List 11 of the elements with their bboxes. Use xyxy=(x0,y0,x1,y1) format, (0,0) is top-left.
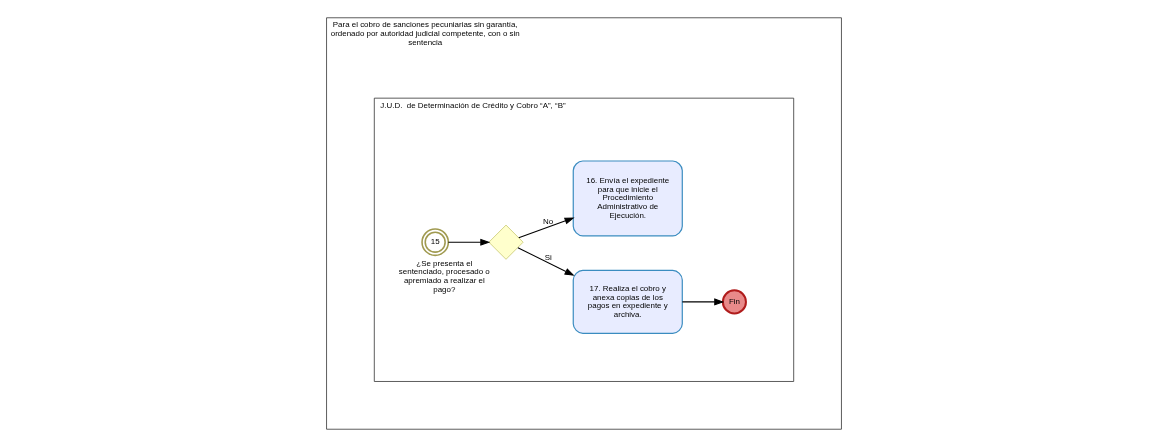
node-label: ¿Se presenta el sentenciado, procesado o apremiado a realizar el pago? xyxy=(398,258,490,294)
arrow xyxy=(517,217,575,239)
edge-label: Si xyxy=(544,252,552,262)
arrow xyxy=(447,238,490,246)
node-box: 17. Realiza el cobro y anexa copias de los pagos en expediente y archiva. xyxy=(572,269,683,334)
node-box: 16. Envía el expediente para que inicie el Procedimiento Administrativo de Ejecución. xyxy=(572,160,683,237)
arrow xyxy=(516,247,575,276)
arrow xyxy=(681,298,724,306)
node-circle: Fin xyxy=(721,289,747,315)
node-diamond xyxy=(488,224,523,260)
edge-label: No xyxy=(542,216,553,226)
